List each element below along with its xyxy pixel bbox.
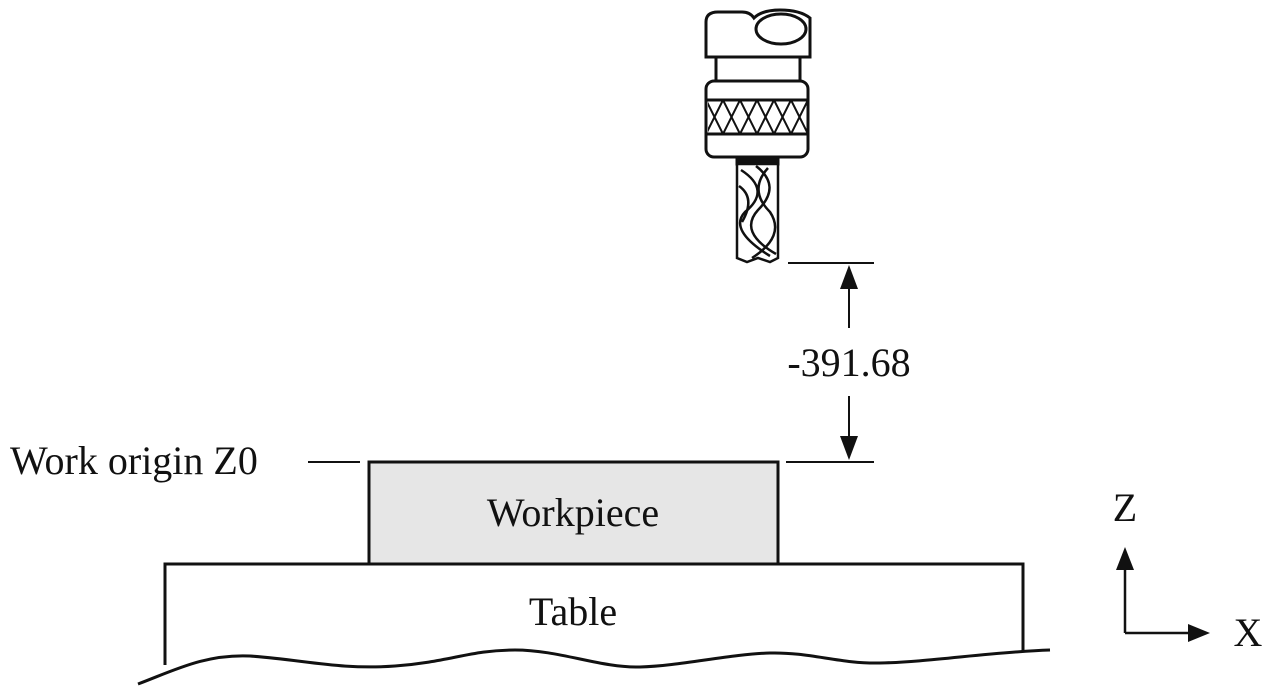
dimension-value: -391.68: [787, 340, 910, 385]
axis-x-label: X: [1234, 610, 1263, 655]
table-label: Table: [529, 589, 617, 634]
table-outline: [163, 562, 1025, 665]
x-axis-arrow-icon: [1188, 624, 1210, 642]
dimension-arrow-down: [840, 436, 858, 460]
axis-z-label: Z: [1113, 485, 1137, 530]
workpiece-block: [367, 460, 780, 566]
collet-nut: [704, 79, 810, 159]
work-origin-label: Work origin Z0: [10, 438, 258, 483]
end-mill-icon: [735, 162, 780, 264]
tool-holder-icon: [704, 8, 812, 166]
z-axis-arrow-icon: [1116, 547, 1134, 570]
axis-indicator: Z X: [1113, 485, 1263, 655]
dimension-arrow-up: [840, 265, 858, 289]
spindle-collar: [714, 55, 802, 83]
spindle-cap-ellipse: [754, 12, 808, 46]
workpiece-label: Workpiece: [487, 490, 659, 535]
table-break-line: [137, 648, 1051, 686]
